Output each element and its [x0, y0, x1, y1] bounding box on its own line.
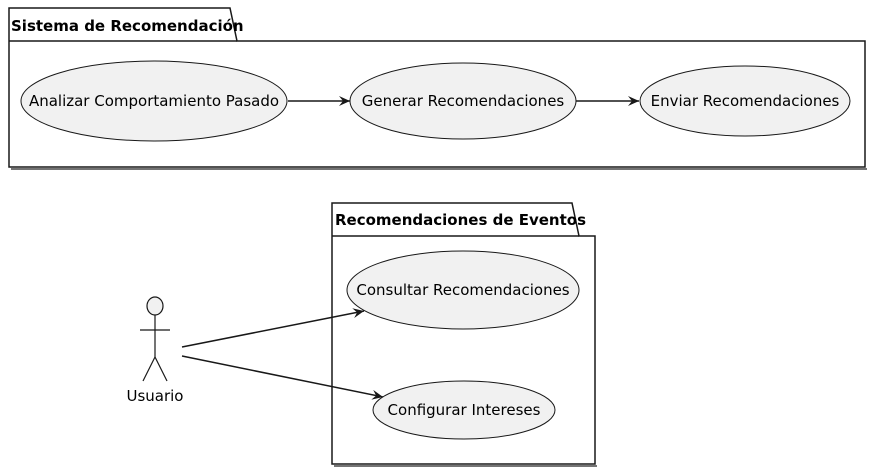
arrow-usuario-to-consultar — [181, 308, 365, 348]
actor-label: Usuario — [126, 387, 183, 405]
usecase-configurar[interactable]: Configurar Intereses — [372, 380, 556, 440]
usecase-label-analizar: Analizar Comportamiento Pasado — [29, 92, 279, 110]
usecase-label-generar: Generar Recomendaciones — [362, 92, 565, 110]
relations — [181, 96, 639, 400]
usecase-label-configurar: Configurar Intereses — [388, 401, 541, 419]
usecase-enviar[interactable]: Enviar Recomendaciones — [639, 65, 851, 137]
usecase-consultar[interactable]: Consultar Recomendaciones — [346, 250, 580, 330]
actor-figure-icon — [140, 296, 170, 382]
usecase-generar[interactable]: Generar Recomendaciones — [349, 62, 577, 140]
actor-usuario[interactable]: Usuario — [126, 296, 184, 405]
usecase-label-consultar: Consultar Recomendaciones — [356, 281, 569, 299]
usecase-analizar[interactable]: Analizar Comportamiento Pasado — [20, 60, 288, 142]
package-title-eventos: Recomendaciones de Eventos — [335, 211, 586, 229]
usecase-label-enviar: Enviar Recomendaciones — [651, 92, 840, 110]
arrow-usuario-to-configurar — [181, 355, 384, 400]
package-title-sistema: Sistema de Recomendación — [11, 17, 244, 35]
